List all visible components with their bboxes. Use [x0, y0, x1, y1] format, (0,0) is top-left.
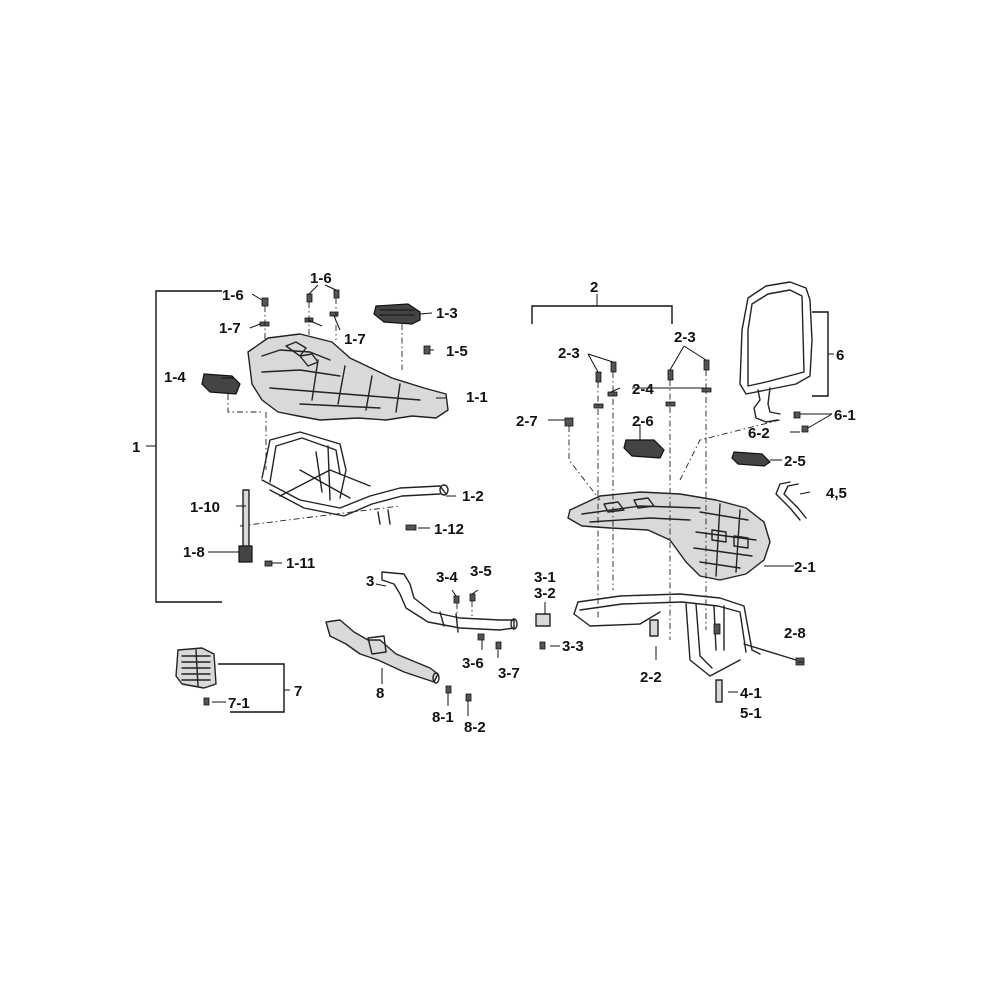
label-8-1: 8-1 — [432, 709, 454, 726]
pad-2-5 — [731, 451, 771, 467]
label-7-1: 7-1 — [228, 695, 250, 712]
bolt-2-3a — [595, 371, 602, 383]
washer-2-4b — [607, 391, 618, 397]
group-6-backrest: 6 6-1 6-2 — [679, 281, 856, 481]
group-4-5: 4,5 4-1 5-1 — [740, 485, 847, 722]
pad-2-6 — [623, 439, 665, 459]
bolt-3-7 — [495, 641, 502, 650]
bolt-8-1 — [445, 685, 452, 694]
bolt-1-12 — [405, 524, 417, 531]
label-2-5: 2-5 — [784, 453, 806, 470]
label-3-2: 3-2 — [534, 585, 556, 602]
bolt-1-6c — [333, 289, 340, 299]
bolt-7-1 — [203, 697, 210, 706]
label-1-4: 1-4 — [164, 369, 186, 386]
nut-1-11 — [264, 560, 273, 567]
bolt-2-3d — [703, 359, 710, 371]
label-1-10: 1-10 — [190, 499, 220, 516]
label-2-8: 2-8 — [784, 625, 806, 642]
label-1-1: 1-1 — [466, 389, 488, 406]
group-8-bar: 8 8-1 8-2 — [325, 619, 486, 736]
bolt-1-5 — [423, 345, 431, 355]
label-3-1: 3-1 — [534, 569, 556, 586]
bolt-1-6a — [261, 297, 269, 307]
washer-2-4a — [593, 403, 604, 409]
label-7: 7 — [294, 683, 302, 700]
nut-8-2 — [465, 693, 472, 702]
bolt-6-1 — [793, 411, 801, 419]
label-3-4: 3-4 — [436, 569, 458, 586]
label-2-4: 2-4 — [632, 381, 654, 398]
label-1-8: 1-8 — [183, 544, 205, 561]
label-6: 6 — [836, 347, 844, 364]
label-8: 8 — [376, 685, 384, 702]
label-5-1: 5-1 — [740, 705, 762, 722]
label-2-7: 2-7 — [516, 413, 538, 430]
bolt-2-7 — [564, 417, 574, 427]
label-2: 2 — [590, 279, 598, 296]
bolt-2-3b — [610, 361, 617, 373]
label-4-1: 4-1 — [740, 685, 762, 702]
bolt-1-6b — [306, 293, 313, 303]
label-1-2: 1-2 — [462, 488, 484, 505]
handle-4-5 — [775, 481, 801, 521]
label-2-6: 2-6 — [632, 413, 654, 430]
pad-1-3 — [373, 303, 421, 325]
group-1-front-rack: 1-6 1-7 1-6 1-7 1-3 1-5 1-4 1-1 1 1-2 1-… — [132, 270, 488, 603]
label-3-5: 3-5 — [470, 563, 492, 580]
label-2-1: 2-1 — [794, 559, 816, 576]
label-2-3b: 2-3 — [674, 329, 696, 346]
label-1-12: 1-12 — [434, 521, 464, 538]
label-1-7b: 1-7 — [344, 331, 366, 348]
label-2-2: 2-2 — [640, 669, 662, 686]
bolt-3-4 — [453, 595, 460, 604]
label-3-7: 3-7 — [498, 665, 520, 682]
label-1: 1 — [132, 439, 140, 456]
label-2-3a: 2-3 — [558, 345, 580, 362]
washer-2-4c — [665, 401, 676, 407]
label-3-3: 3-3 — [562, 638, 584, 655]
label-1-6a: 1-6 — [222, 287, 244, 304]
label-3-6: 3-6 — [462, 655, 484, 672]
clamp-3-1 — [535, 613, 551, 627]
washer-6-2 — [801, 425, 809, 433]
label-1-5: 1-5 — [446, 343, 468, 360]
label-8-2: 8-2 — [464, 719, 486, 736]
nut-3-6 — [477, 633, 485, 641]
post-2-2 — [649, 619, 659, 637]
label-4-5: 4,5 — [826, 485, 847, 502]
bolt-4-1 — [715, 679, 723, 703]
bolt-3-3 — [539, 641, 546, 650]
tube-3 — [381, 571, 515, 631]
frame-2-2 — [573, 593, 805, 703]
washer-1-7c — [329, 311, 339, 317]
bracket-group-6 — [812, 311, 829, 397]
bracket-1-8 — [238, 545, 253, 563]
group-2-rear-rack: 2 2-3 2-3 2-4 2-7 2-6 2-5 2-1 2-8 2-2 — [516, 279, 816, 703]
label-6-1: 6-1 — [834, 407, 856, 424]
pad-1-4 — [201, 373, 241, 395]
label-6-2: 6-2 — [748, 425, 770, 442]
label-1-3: 1-3 — [436, 305, 458, 322]
bolt-1-12-shank — [377, 509, 391, 525]
frame-1-2 — [261, 431, 449, 517]
backrest-6 — [739, 281, 813, 395]
bolt-3-5 — [469, 593, 476, 602]
bolt-2-3c — [667, 369, 674, 381]
label-3: 3 — [366, 573, 374, 590]
group-7-plate: 7 7-1 — [175, 647, 302, 713]
pin-1-10 — [242, 489, 250, 549]
bracket-group-2 — [531, 305, 673, 324]
group-3-tube: 3 3-4 3-5 3-1 3-2 3-3 3-6 3-7 — [366, 563, 584, 682]
label-1-11: 1-11 — [286, 555, 315, 572]
label-1-7a: 1-7 — [219, 320, 241, 337]
washer-2-4d — [701, 387, 712, 393]
washer-1-7a — [259, 321, 270, 327]
label-1-6b: 1-6 — [310, 270, 332, 287]
bracket-group-7 — [218, 663, 285, 713]
